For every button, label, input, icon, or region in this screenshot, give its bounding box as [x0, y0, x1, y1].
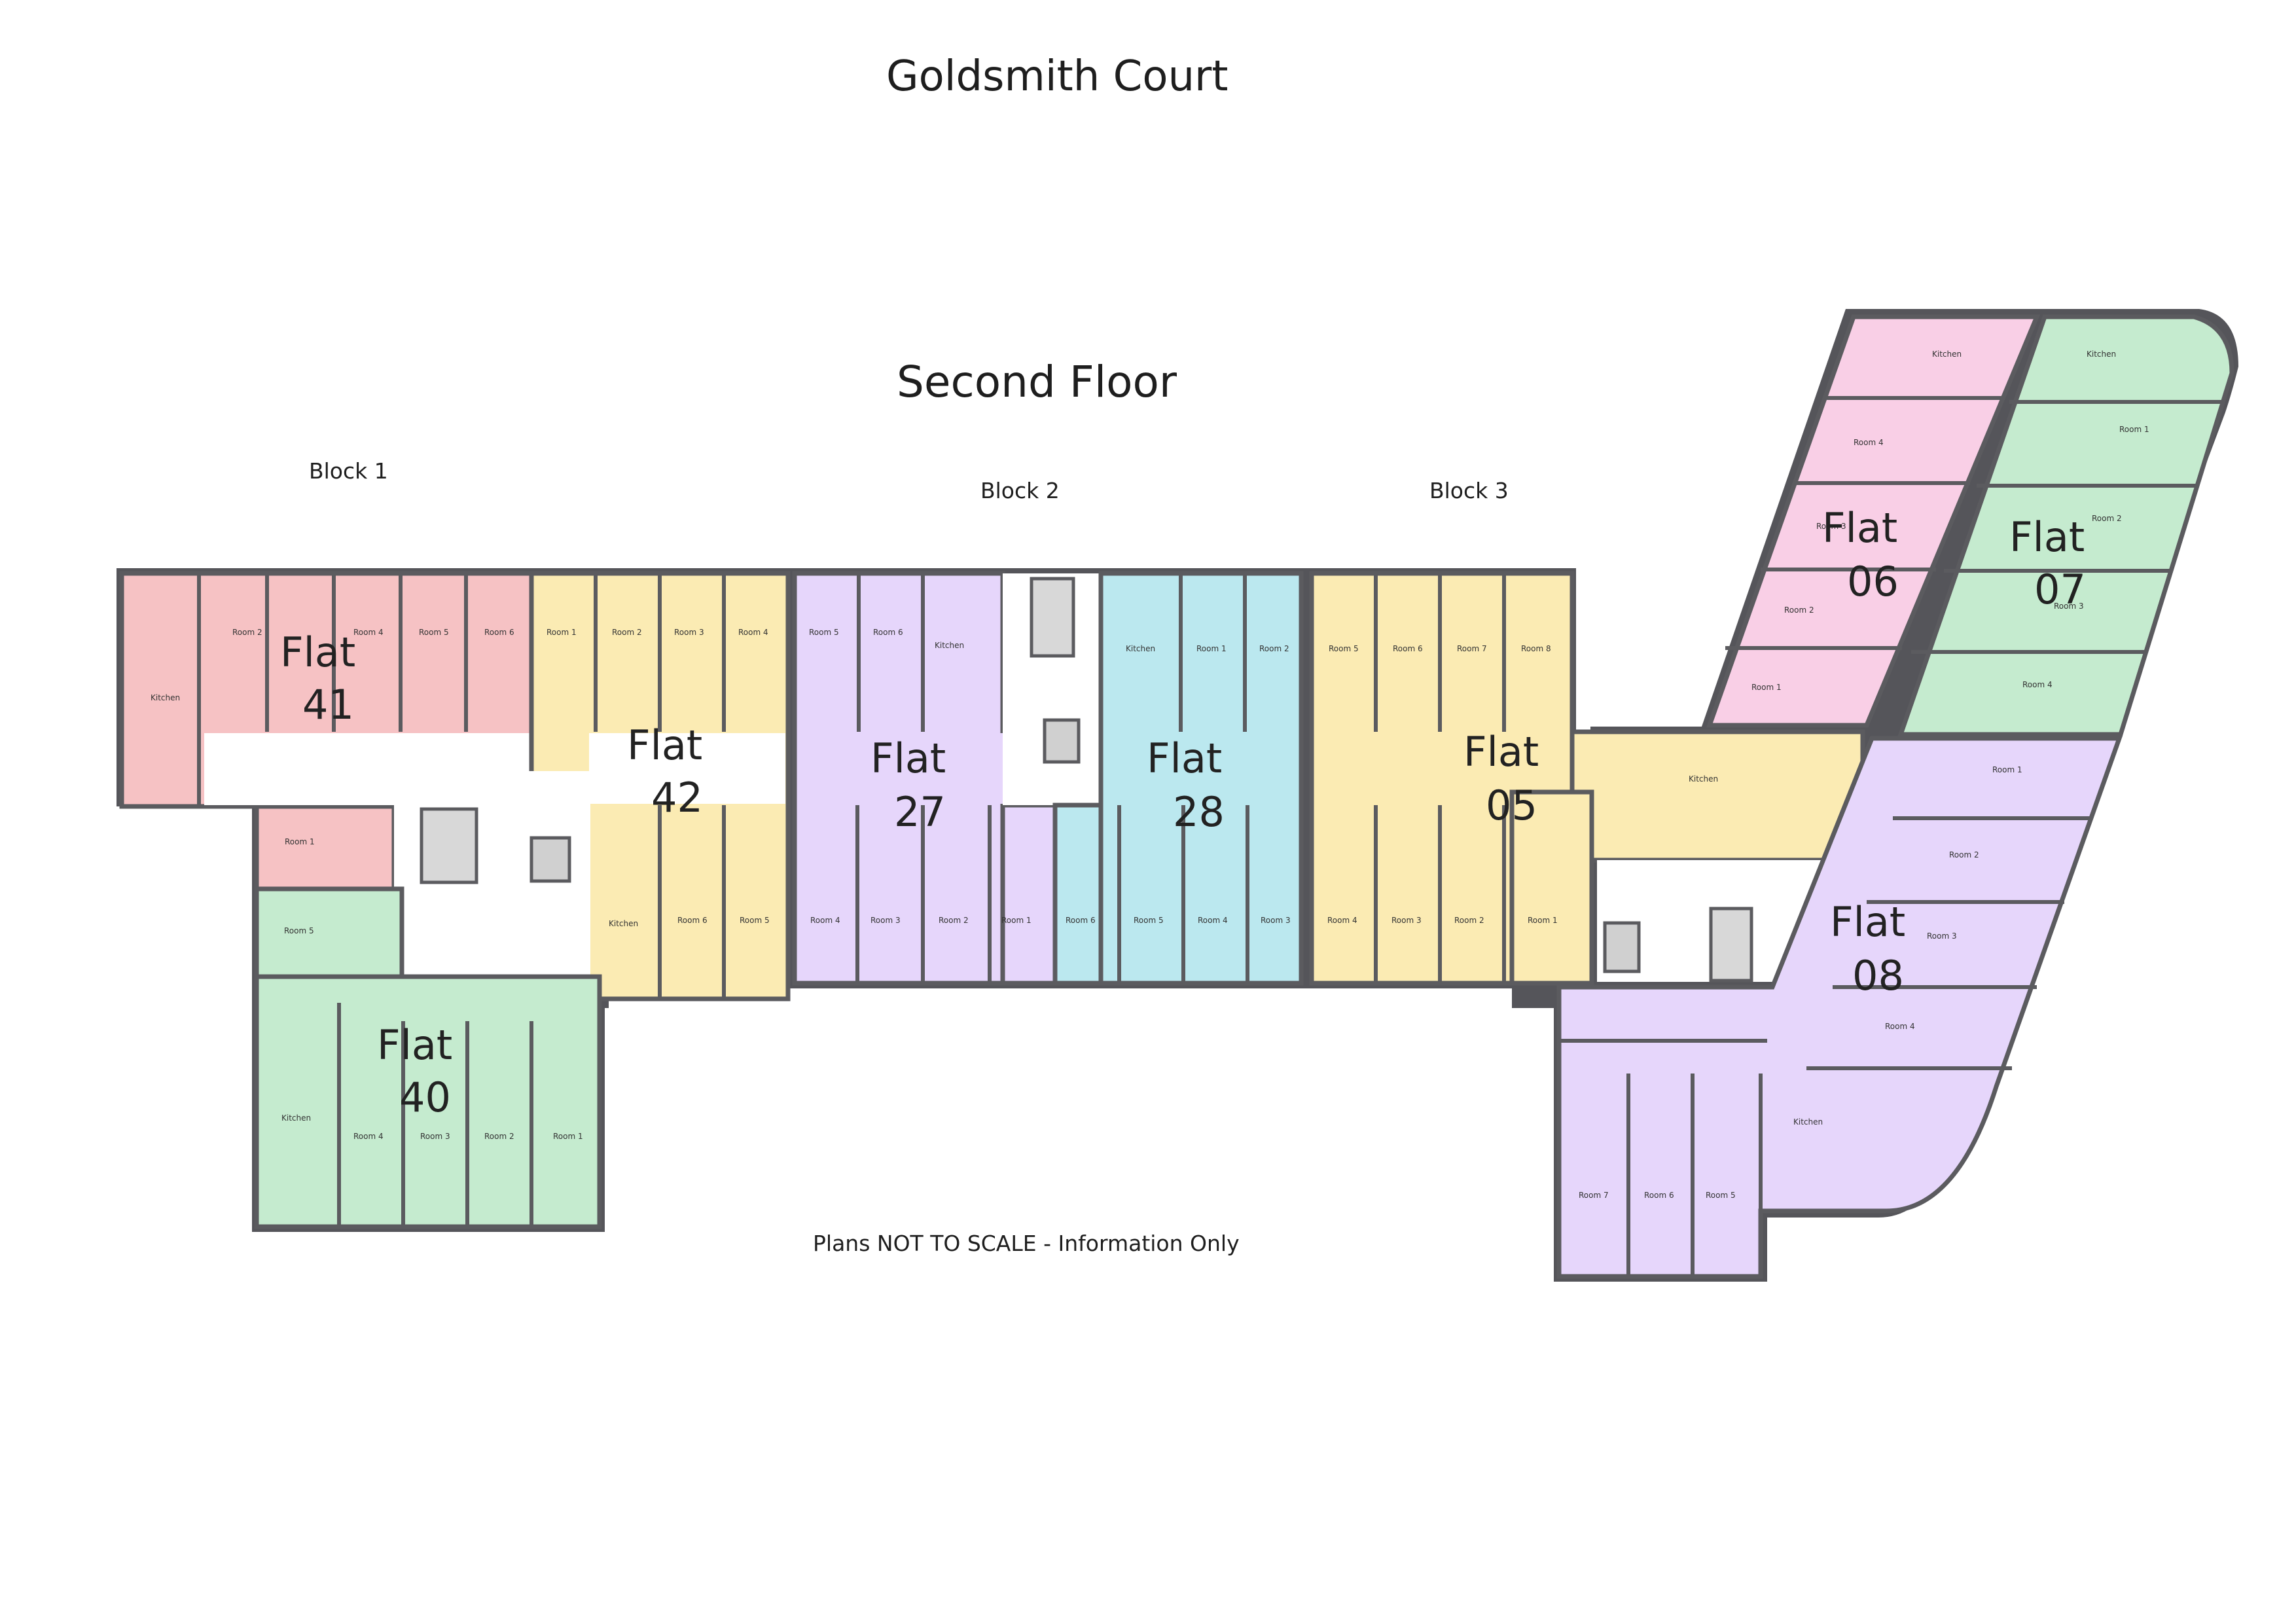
flat-08-room-3: Room 3	[1927, 931, 1957, 941]
flat-07-room-1: Room 1	[2119, 425, 2149, 434]
flat-28-room-2: Room 2	[1259, 644, 1289, 653]
flat-28-kitchen: Kitchen	[1126, 644, 1155, 653]
building-title: Goldsmith Court	[886, 52, 1229, 101]
flat-41-room-1: Room 1	[285, 837, 315, 846]
flat-42-kitchen: Kitchen	[609, 919, 638, 928]
flat-05-room-4: Room 4	[1327, 916, 1357, 925]
flat-08-room-4: Room 4	[1885, 1022, 1915, 1031]
flat-06-area: Kitchen Room 4 Room 3 Room 2 Room 1 Flat…	[1706, 314, 2041, 728]
flat-06-room-2: Room 2	[1784, 605, 1814, 615]
floor-title: Second Floor	[897, 357, 1177, 407]
flat-40-room-4: Room 4	[353, 1132, 384, 1141]
flat-41-label-line2: 41	[302, 681, 354, 729]
flat-42-room-4: Room 4	[738, 628, 768, 637]
flat-07-label-line2: 07	[2034, 566, 2086, 613]
flat-08-label-line2: 08	[1852, 952, 1904, 1000]
flat-27-room-3: Room 3	[870, 916, 901, 925]
flat-05-label-line2: 05	[1486, 782, 1537, 829]
flat-40-room-1: Room 1	[553, 1132, 583, 1141]
flat-40-kitchen: Kitchen	[281, 1113, 311, 1123]
flat-06-room-3: Room 3	[1816, 522, 1846, 531]
flat-08-room-6: Room 6	[1644, 1191, 1674, 1200]
flat-27-area: Room 5 Room 6 Kitchen Room 4 Room 3 Room…	[792, 571, 1058, 986]
flat-28-room-5: Room 5	[1134, 916, 1164, 925]
flat-40-room-2: Room 2	[484, 1132, 514, 1141]
flat-05-room-7: Room 7	[1457, 644, 1487, 653]
flat-28-room-4: Room 4	[1198, 916, 1228, 925]
block-2-label: Block 2	[980, 478, 1060, 503]
flat-27-room-6: Room 6	[873, 628, 903, 637]
flat-42-room-6: Room 6	[677, 916, 708, 925]
flat-05-room-3: Room 3	[1391, 916, 1422, 925]
flat-42-room-1: Room 1	[547, 628, 577, 637]
flat-05-room-1: Room 1	[1528, 916, 1558, 925]
flat-40-area: Room 5 Kitchen Room 4 Room 3 Room 2 Room…	[254, 886, 602, 1229]
flat-27-room-1: Room 1	[1001, 916, 1031, 925]
flat-07-room-4: Room 4	[2022, 680, 2053, 689]
flat-40-room-5: Room 5	[284, 926, 314, 935]
stair-core-block-2	[1003, 573, 1101, 805]
flat-06-room-1: Room 1	[1751, 683, 1782, 692]
flat-28-room-3: Room 3	[1261, 916, 1291, 925]
stair-core-block-1	[394, 771, 590, 979]
flat-07-label-line1: Flat	[2009, 513, 2085, 561]
flat-42-label-line2: 42	[651, 774, 703, 821]
flat-27-room-5: Room 5	[809, 628, 839, 637]
flat-41-room-6: Room 6	[484, 628, 514, 637]
flat-05-label-line1: Flat	[1463, 728, 1539, 776]
flat-27-kitchen: Kitchen	[935, 641, 964, 650]
flat-42-label-line1: Flat	[627, 721, 702, 769]
flat-08-room-7: Room 7	[1579, 1191, 1609, 1200]
flat-05-room-5: Room 5	[1329, 644, 1359, 653]
flat-42-room-3: Room 3	[674, 628, 704, 637]
flat-05-room-6: Room 6	[1393, 644, 1423, 653]
flat-41-room-2: Room 2	[232, 628, 262, 637]
flat-41-label-line1: Flat	[280, 628, 355, 676]
block-3-label: Block 3	[1429, 478, 1509, 503]
flat-42-room-2: Room 2	[612, 628, 642, 637]
flat-41-area: Room 2 Room 4 Room 5 Room 6 Kitchen Room…	[119, 571, 534, 892]
stair-core-block-3	[1597, 860, 1833, 983]
flat-05-room-8: Room 8	[1521, 644, 1551, 653]
flat-06-room-4: Room 4	[1854, 438, 1884, 447]
flat-27-label-line1: Flat	[870, 734, 946, 782]
flat-08-kitchen: Kitchen	[1793, 1117, 1823, 1127]
flat-07-kitchen: Kitchen	[2087, 350, 2116, 359]
flat-06-label-line1: Flat	[1822, 504, 1897, 552]
flat-28-label-line2: 28	[1173, 788, 1225, 836]
flat-28-room-1: Room 1	[1196, 644, 1227, 653]
flat-08-room-1: Room 1	[1992, 765, 2022, 774]
flat-28-label-line1: Flat	[1147, 734, 1222, 782]
flat-08-area: Room 1 Room 2 Room 3 Room 4 Kitchen Room…	[1556, 736, 2123, 1279]
flat-08-label-line1: Flat	[1830, 898, 1905, 946]
flat-41-room-5: Room 5	[419, 628, 449, 637]
flat-27-room-2: Room 2	[939, 916, 969, 925]
flat-27-room-4: Room 4	[810, 916, 840, 925]
flat-07-area: Kitchen Room 1 Room 2 Room 3 Room 4 Flat…	[1897, 314, 2234, 737]
flat-40-label-line2: 40	[399, 1074, 451, 1121]
flat-07-room-2: Room 2	[2092, 514, 2122, 523]
flat-05-kitchen: Kitchen	[1689, 774, 1718, 784]
flat-40-room-3: Room 3	[420, 1132, 450, 1141]
disclaimer-note: Plans NOT TO SCALE - Information Only	[813, 1231, 1240, 1256]
flat-28-room-6: Room 6	[1066, 916, 1096, 925]
flat-28-area: Kitchen Room 1 Room 2 Room 6 Room 5 Room…	[1052, 571, 1304, 986]
flat-08-room-2: Room 2	[1949, 850, 1979, 859]
block-1-label: Block 1	[309, 458, 388, 484]
flat-06-label-line2: 06	[1847, 558, 1899, 605]
flat-07-room-3: Room 3	[2054, 602, 2084, 611]
flat-41-room-4: Room 4	[353, 628, 384, 637]
flat-05-room-2: Room 2	[1454, 916, 1484, 925]
flat-08-room-5: Room 5	[1706, 1191, 1736, 1200]
flat-40-label-line1: Flat	[377, 1021, 452, 1069]
flat-42-room-5: Room 5	[740, 916, 770, 925]
flat-05-area: Room 5 Room 6 Room 7 Room 8 Room 4 Room …	[1309, 571, 1865, 986]
flat-27-label-line2: 27	[894, 788, 946, 836]
flat-41-kitchen: Kitchen	[151, 693, 180, 702]
flat-06-kitchen: Kitchen	[1932, 350, 1962, 359]
